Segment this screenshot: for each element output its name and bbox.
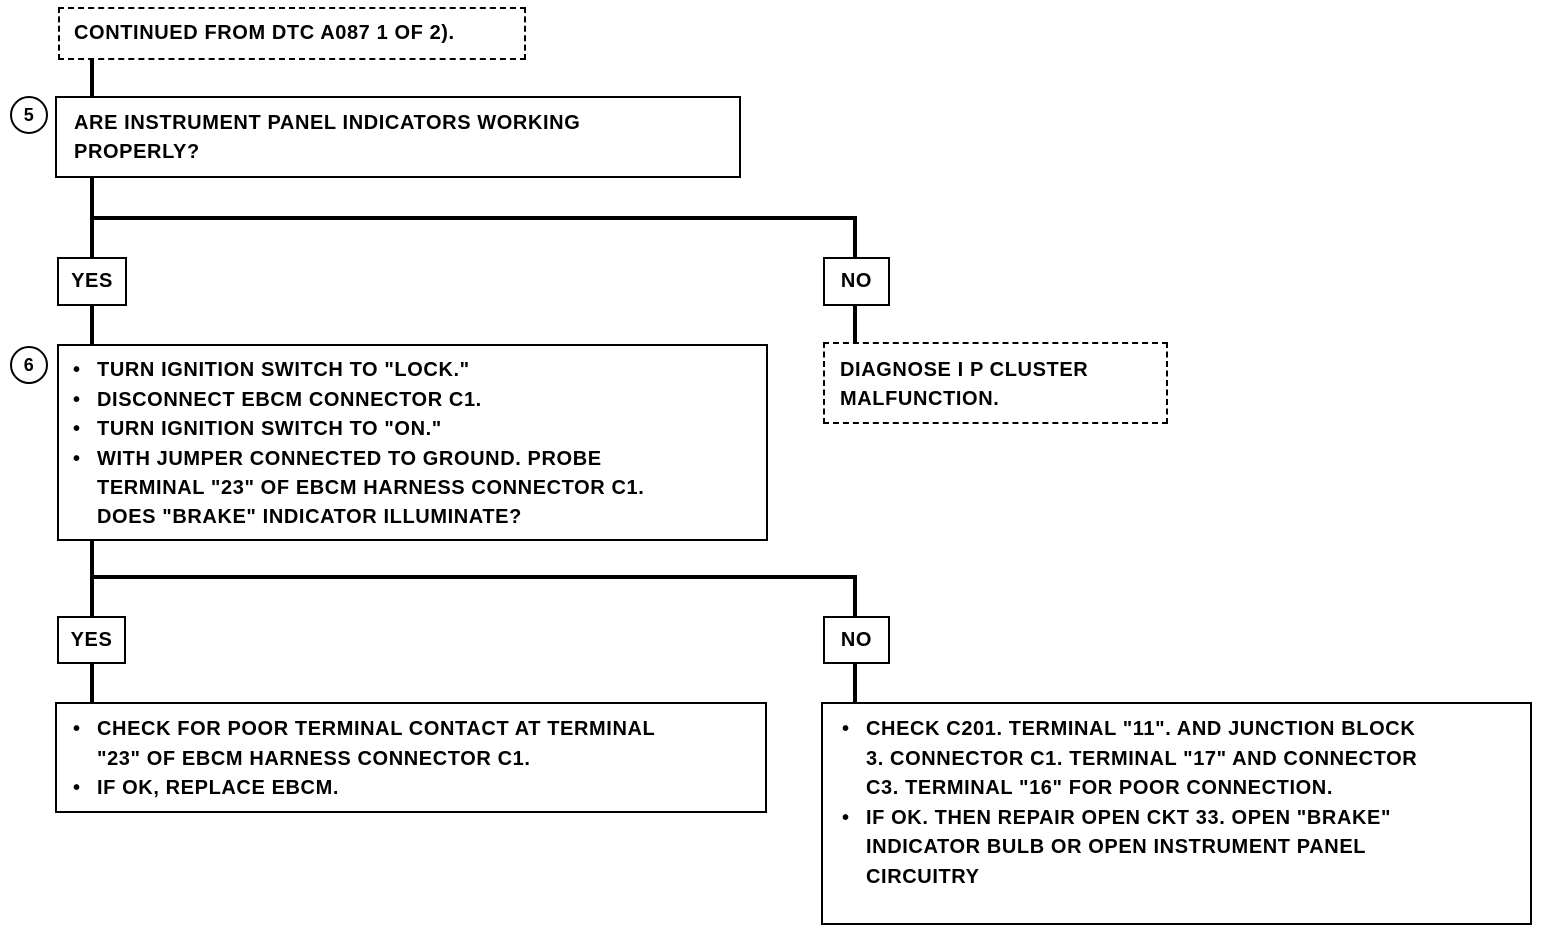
replace-ebcm-item-1-line-2: "23" OF EBCM HARNESS CONNECTOR C1. [97,747,531,770]
step-5-question-box: ARE INSTRUMENT PANEL INDICATORS WORKING … [55,96,741,178]
replace-ebcm-item-1-line-1: CHECK FOR POOR TERMINAL CONTACT AT TERMI… [97,718,656,740]
step-5-line-1: ARE INSTRUMENT PANEL INDICATORS WORKING [74,112,581,134]
check-c201-item: IF OK. THEN REPAIR OPEN CKT 33. OPEN "BR… [840,804,1417,893]
diagnose-line-1: DIAGNOSE I P CLUSTER [840,359,1089,381]
replace-ebcm-item: IF OK, REPLACE EBCM. [71,774,655,804]
step-6-procedure-box: TURN IGNITION SWITCH TO "LOCK." DISCONNE… [57,344,768,541]
check-c201-item-1-line-1: CHECK C201. TERMINAL "11". AND JUNCTION … [866,718,1416,740]
continued-from-box: CONTINUED FROM DTC A087 1 OF 2). [58,7,526,60]
step-6-number: 6 [10,346,48,384]
check-c201-item: CHECK C201. TERMINAL "11". AND JUNCTION … [840,715,1417,804]
replace-ebcm-item: CHECK FOR POOR TERMINAL CONTACT AT TERMI… [71,715,655,774]
step-5-line-2: PROPERLY? [74,141,200,163]
step-6-item: DISCONNECT EBCM CONNECTOR C1. [71,386,602,416]
step-6-list: TURN IGNITION SWITCH TO "LOCK." DISCONNE… [71,356,602,474]
step-6-item: TURN IGNITION SWITCH TO "ON." [71,415,602,445]
step-6-item: TURN IGNITION SWITCH TO "LOCK." [71,356,602,386]
step-6-continuation-2: DOES "BRAKE" INDICATOR ILLUMINATE? [97,506,522,528]
check-c201-item-1-line-2: 3. CONNECTOR C1. TERMINAL "17" AND CONNE… [866,747,1418,770]
replace-ebcm-box: CHECK FOR POOR TERMINAL CONTACT AT TERMI… [55,702,767,813]
replace-ebcm-list: CHECK FOR POOR TERMINAL CONTACT AT TERMI… [71,715,655,804]
check-c201-item-1-line-3: C3. TERMINAL "16" FOR POOR CONNECTION. [866,777,1333,799]
step-6-yes-label: YES [57,616,126,664]
check-c201-item-2-line-1: IF OK. THEN REPAIR OPEN CKT 33. OPEN "BR… [866,806,1392,829]
check-c201-item-2-line-3: CIRCUITRY [866,865,980,888]
check-c201-list: CHECK C201. TERMINAL "11". AND JUNCTION … [840,715,1417,892]
step-5-no-label: NO [823,257,890,306]
diagnose-ip-cluster-box: DIAGNOSE I P CLUSTER MALFUNCTION. [823,342,1168,424]
step-6-no-label: NO [823,616,890,664]
continued-from-text: CONTINUED FROM DTC A087 1 OF 2). [74,22,455,44]
step-6-continuation-1: TERMINAL "23" OF EBCM HARNESS CONNECTOR … [97,477,645,499]
diagnose-line-2: MALFUNCTION. [840,388,1000,410]
check-c201-item-2-line-2: INDICATOR BULB OR OPEN INSTRUMENT PANEL [866,836,1367,858]
step-5-number: 5 [10,96,48,134]
check-c201-box: CHECK C201. TERMINAL "11". AND JUNCTION … [821,702,1532,925]
step-5-yes-label: YES [57,257,127,306]
step-6-item: WITH JUMPER CONNECTED TO GROUND. PROBE [71,445,602,475]
